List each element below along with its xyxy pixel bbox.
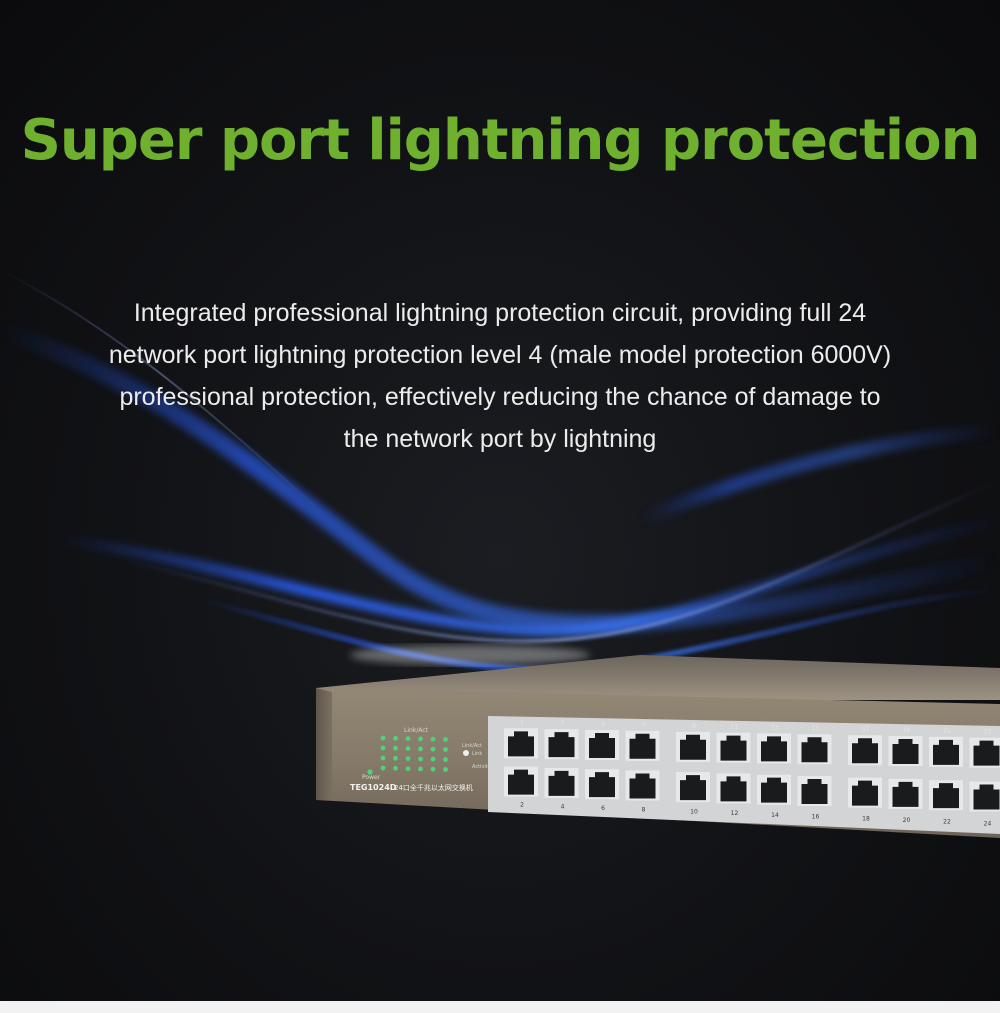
port-number: 20 bbox=[903, 817, 911, 824]
ethernet-port[interactable] bbox=[680, 775, 706, 801]
description: Integrated professional lightning protec… bbox=[30, 292, 970, 460]
port-led bbox=[380, 735, 386, 741]
ethernet-port[interactable] bbox=[720, 776, 747, 802]
ethernet-port[interactable] bbox=[852, 780, 878, 806]
power-led bbox=[367, 769, 373, 775]
ethernet-port[interactable] bbox=[973, 740, 1000, 766]
port-led bbox=[405, 746, 411, 751]
ethernet-port[interactable] bbox=[852, 738, 878, 764]
port-number: 22 bbox=[943, 819, 951, 826]
port-led bbox=[393, 765, 398, 771]
port-led bbox=[380, 745, 386, 751]
link-act-label: Link/Act bbox=[404, 727, 429, 734]
port-led bbox=[393, 735, 398, 741]
port-number: 23 bbox=[984, 729, 992, 736]
port-led bbox=[380, 755, 386, 761]
port-led bbox=[443, 767, 448, 772]
legend-link-label: Link bbox=[472, 751, 482, 757]
ethernet-port[interactable] bbox=[629, 773, 656, 799]
port-number: 13 bbox=[771, 724, 779, 731]
port-led bbox=[393, 745, 398, 751]
port-number: 19 bbox=[903, 727, 911, 734]
ethernet-port[interactable] bbox=[548, 732, 575, 758]
port-number: 5 bbox=[601, 721, 605, 728]
bottom-strip bbox=[0, 1001, 1000, 1013]
port-number: 3 bbox=[561, 720, 565, 727]
port-led bbox=[418, 766, 423, 772]
port-led bbox=[430, 756, 436, 762]
legend-link-act: Link/Act bbox=[462, 743, 482, 749]
ethernet-port[interactable] bbox=[933, 739, 959, 765]
description-line: the network port by lightning bbox=[343, 425, 657, 453]
port-led bbox=[418, 756, 423, 762]
ethernet-port[interactable] bbox=[892, 739, 919, 765]
port-number: 1 bbox=[520, 719, 524, 726]
description-line: professional protection, effectively red… bbox=[119, 383, 881, 411]
device-model: TEG1024D bbox=[350, 783, 397, 792]
port-number: 10 bbox=[690, 809, 698, 816]
ethernet-port[interactable] bbox=[589, 772, 615, 798]
port-number: 4 bbox=[561, 803, 565, 810]
link-legend-dot bbox=[463, 750, 469, 756]
ethernet-port[interactable] bbox=[548, 770, 575, 796]
switch-left-edge bbox=[316, 688, 332, 800]
port-led bbox=[430, 746, 436, 752]
port-number: 24 bbox=[984, 820, 992, 827]
page-title: Super port lightning protection bbox=[20, 108, 981, 173]
port-number: 6 bbox=[601, 805, 605, 812]
legend-activity-label: Activity bbox=[472, 764, 491, 770]
port-led bbox=[418, 736, 423, 742]
port-led bbox=[405, 736, 411, 741]
port-number: 14 bbox=[771, 812, 779, 819]
port-number: 18 bbox=[862, 815, 870, 822]
port-led bbox=[443, 757, 448, 762]
ethernet-port[interactable] bbox=[761, 736, 787, 762]
ethernet-port[interactable] bbox=[892, 781, 919, 807]
ethernet-port[interactable] bbox=[720, 735, 747, 761]
port-number: 7 bbox=[642, 722, 646, 729]
port-led bbox=[430, 766, 436, 772]
port-number: 12 bbox=[731, 810, 739, 817]
led-group bbox=[367, 735, 448, 775]
ethernet-port[interactable] bbox=[801, 778, 828, 804]
port-number: 15 bbox=[812, 725, 820, 732]
ethernet-port[interactable] bbox=[589, 732, 615, 758]
port-led bbox=[380, 765, 386, 771]
port-number: 2 bbox=[520, 802, 524, 809]
ethernet-port[interactable] bbox=[933, 783, 959, 809]
ethernet-port[interactable] bbox=[801, 737, 828, 763]
ethernet-port[interactable] bbox=[973, 784, 1000, 810]
description-line: network port lightning protection level … bbox=[108, 341, 892, 369]
port-led bbox=[405, 756, 411, 761]
power-label: Power bbox=[362, 774, 381, 781]
description-line: Integrated professional lightning protec… bbox=[133, 299, 867, 327]
ethernet-port[interactable] bbox=[508, 731, 534, 757]
port-led bbox=[443, 747, 448, 752]
port-led bbox=[393, 755, 398, 761]
port-led bbox=[405, 766, 411, 771]
port-number: 11 bbox=[731, 724, 739, 731]
port-number: 16 bbox=[812, 813, 820, 820]
ethernet-port[interactable] bbox=[629, 733, 656, 759]
port-number: 17 bbox=[862, 726, 870, 733]
ethernet-port[interactable] bbox=[761, 777, 787, 803]
ethernet-port[interactable] bbox=[680, 734, 706, 760]
device-subtitle: 24口全千兆以太网交换机 bbox=[394, 783, 473, 792]
port-led bbox=[443, 737, 448, 742]
port-number: 21 bbox=[943, 728, 951, 735]
port-led bbox=[430, 736, 436, 742]
port-led bbox=[418, 746, 423, 752]
port-number: 8 bbox=[642, 807, 646, 814]
ethernet-port[interactable] bbox=[508, 769, 534, 795]
port-number: 9 bbox=[692, 723, 696, 730]
switch-top-face bbox=[316, 655, 1000, 700]
